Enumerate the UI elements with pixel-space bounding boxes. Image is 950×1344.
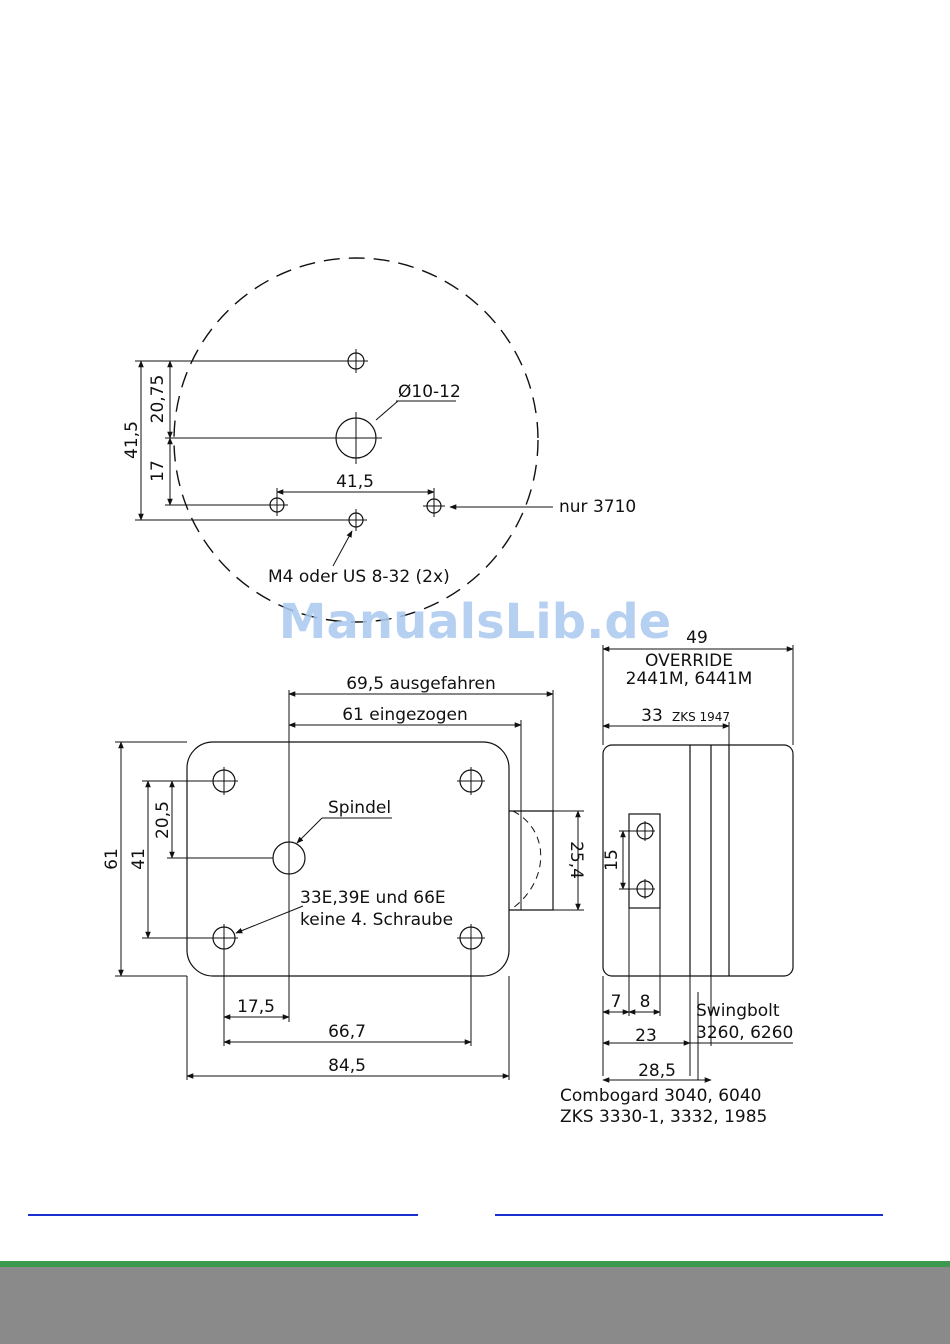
combogard-line1: Combogard 3040, 6040	[560, 1086, 761, 1106]
dim-28-5: 28,5	[638, 1061, 676, 1081]
dim-hole-spacing: 15	[602, 849, 622, 871]
swingbolt-line2: 3260, 6260	[696, 1023, 793, 1043]
bolt-extended	[509, 811, 553, 910]
spindle-hole	[330, 412, 382, 464]
dim-extended: 69,5 ausgefahren	[346, 674, 496, 694]
dim-bolt-height: 25,4	[566, 841, 586, 879]
side-hole-upper	[635, 821, 655, 841]
watermark: ManualsLib.de	[279, 594, 671, 650]
top-hole-lower	[345, 509, 367, 531]
zks-label: ZKS 1947	[672, 710, 730, 724]
note-screws: M4 oder US 8-32 (2x)	[268, 567, 450, 587]
dim-hole-vertical: 41	[129, 848, 149, 870]
dim-horizontal: 41,5	[336, 472, 374, 492]
dim-height: 61	[102, 848, 122, 870]
footer-bar	[0, 1267, 950, 1344]
front-view: 69,5 ausgefahren 61 eingezogen Spindel 3…	[102, 674, 586, 1080]
body-hole-bottom-right	[457, 924, 485, 952]
swingbolt-line1: Swingbolt	[696, 1001, 780, 1021]
dim-8: 8	[640, 992, 651, 1012]
spindle-label: Spindel	[328, 798, 391, 818]
override-line2: 2441M, 6441M	[626, 669, 753, 689]
note-right-hole: nur 3710	[559, 497, 636, 517]
override-line1: OVERRIDE	[645, 651, 733, 671]
link-underline-left[interactable]	[28, 1214, 418, 1216]
hole-diameter-label: Ø10-12	[398, 382, 461, 402]
dim-spindle-horizontal: 17,5	[237, 997, 275, 1017]
note-screw-line2: keine 4. Schraube	[300, 910, 453, 930]
dim-retracted: 61 eingezogen	[342, 705, 468, 725]
dim-vertical-total: 41,5	[122, 421, 142, 459]
body-hole-top-right	[457, 767, 485, 795]
dim-vertical-upper: 20,75	[148, 375, 168, 424]
side-hole-lower	[635, 879, 655, 899]
dim-width: 84,5	[328, 1056, 366, 1076]
dim-override: 49	[686, 628, 708, 648]
dim-zks: 33	[641, 706, 663, 726]
dim-23: 23	[635, 1026, 657, 1046]
body-hole-bottom-left	[210, 924, 238, 952]
dim-hole-horizontal: 66,7	[328, 1022, 366, 1042]
side-view: 49 OVERRIDE 2441M, 6441M 33 ZKS 1947 15 …	[560, 628, 793, 1127]
combogard-line2: ZKS 3330-1, 3332, 1985	[560, 1107, 767, 1127]
top-hole-upper	[344, 349, 368, 373]
top-view: Ø10-12 41,5 20,75 17 41,5 nur 3710 M4 od…	[122, 258, 636, 622]
dim-7: 7	[611, 992, 622, 1012]
link-underline-right[interactable]	[495, 1214, 883, 1216]
body-hole-top-left	[210, 767, 238, 795]
side-body-outline	[603, 745, 793, 976]
dim-spindle-offset: 20,5	[153, 801, 173, 839]
dim-vertical-lower: 17	[148, 460, 168, 482]
note-screw-line1: 33E,39E und 66E	[300, 888, 446, 908]
